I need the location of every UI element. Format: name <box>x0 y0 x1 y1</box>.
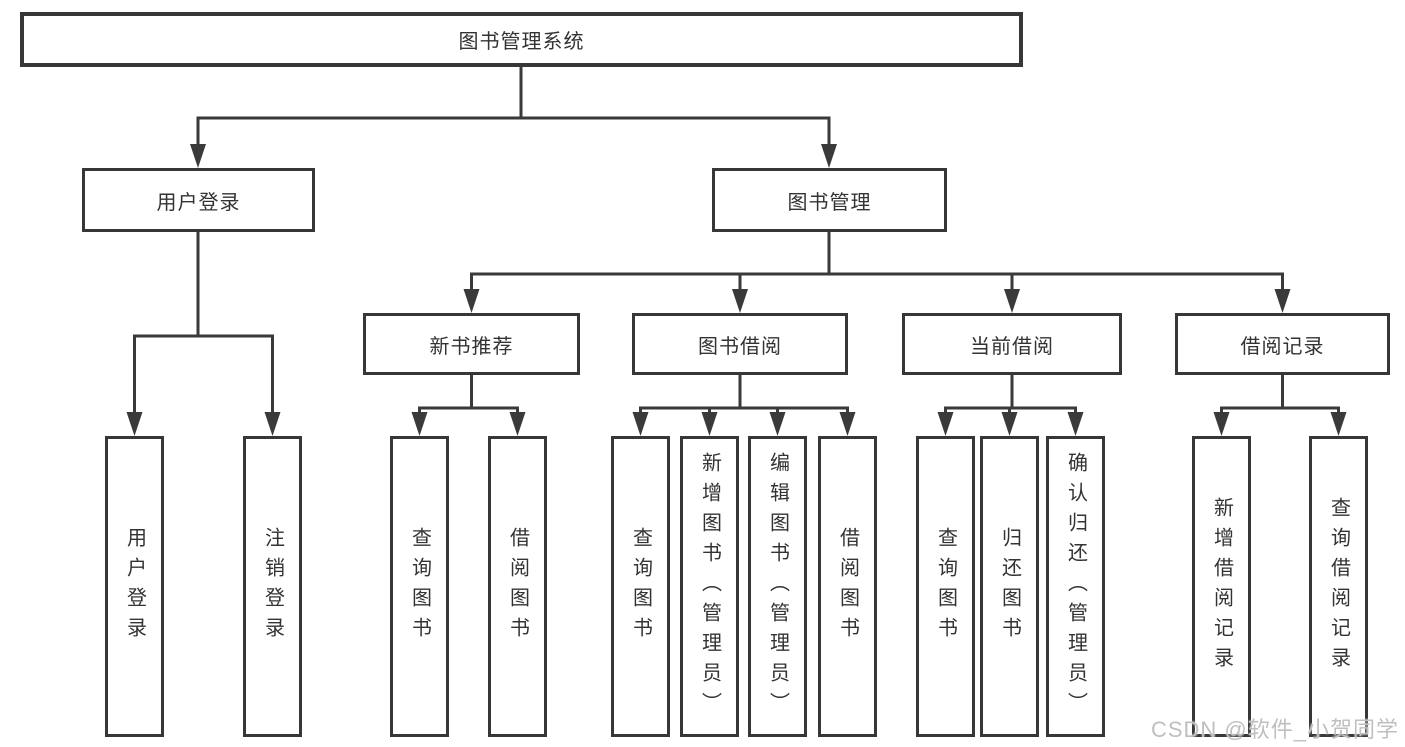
node-library-management-system: 图书管理系统 <box>20 12 1023 67</box>
node-current-borrow: 当前借阅 <box>902 313 1122 375</box>
leaf-return-books: 归还图书 <box>980 436 1039 737</box>
node-book-borrow: 图书借阅 <box>632 313 848 375</box>
leaf-borrow-books: 借阅图书 <box>818 436 877 737</box>
node-label: 借阅记录 <box>1240 335 1325 358</box>
leaf-query-books-borrow: 查询图书 <box>611 436 670 737</box>
leaf-query-books-recommend: 查询图书 <box>390 436 449 737</box>
leaf-label: 编辑图书（管理员） <box>766 451 789 722</box>
leaf-label: 查询借阅记录 <box>1327 496 1350 677</box>
node-label: 图书管理 <box>787 191 872 214</box>
leaf-label: 新增图书（管理员） <box>698 451 721 722</box>
node-user-login: 用户登录 <box>82 168 315 232</box>
node-label: 新书推荐 <box>429 335 514 358</box>
node-book-management: 图书管理 <box>712 168 947 232</box>
leaf-label: 注销登录 <box>261 526 284 647</box>
node-borrow-records: 借阅记录 <box>1175 313 1390 375</box>
leaf-label: 借阅图书 <box>506 526 529 647</box>
leaf-label: 确认归还（管理员） <box>1064 451 1087 722</box>
leaf-label: 查询图书 <box>934 526 957 647</box>
leaf-label: 查询图书 <box>629 526 652 647</box>
leaf-label: 新增借阅记录 <box>1210 496 1233 677</box>
node-label: 用户登录 <box>156 191 241 214</box>
node-label: 当前借阅 <box>970 335 1054 358</box>
leaf-label: 查询图书 <box>408 526 431 647</box>
leaf-query-borrow-record: 查询借阅记录 <box>1309 436 1368 737</box>
leaf-logout: 注销登录 <box>243 436 302 737</box>
node-label: 图书管理系统 <box>458 31 585 53</box>
leaf-edit-book-admin: 编辑图书（管理员） <box>748 436 807 737</box>
leaf-label: 借阅图书 <box>836 526 859 647</box>
leaf-label: 用户登录 <box>123 526 146 647</box>
leaf-add-book-admin: 新增图书（管理员） <box>680 436 739 737</box>
leaf-confirm-return-admin: 确认归还（管理员） <box>1046 436 1105 737</box>
leaf-add-borrow-record: 新增借阅记录 <box>1192 436 1251 737</box>
node-new-book-recommend: 新书推荐 <box>363 313 580 375</box>
leaf-query-books-current: 查询图书 <box>916 436 975 737</box>
leaf-borrow-books-recommend: 借阅图书 <box>488 436 547 737</box>
leaf-label: 归还图书 <box>998 526 1021 647</box>
node-label: 图书借阅 <box>698 335 782 358</box>
leaf-user-login: 用户登录 <box>105 436 164 737</box>
csdn-watermark: CSDN @软件_小贺同学 <box>1150 717 1399 742</box>
